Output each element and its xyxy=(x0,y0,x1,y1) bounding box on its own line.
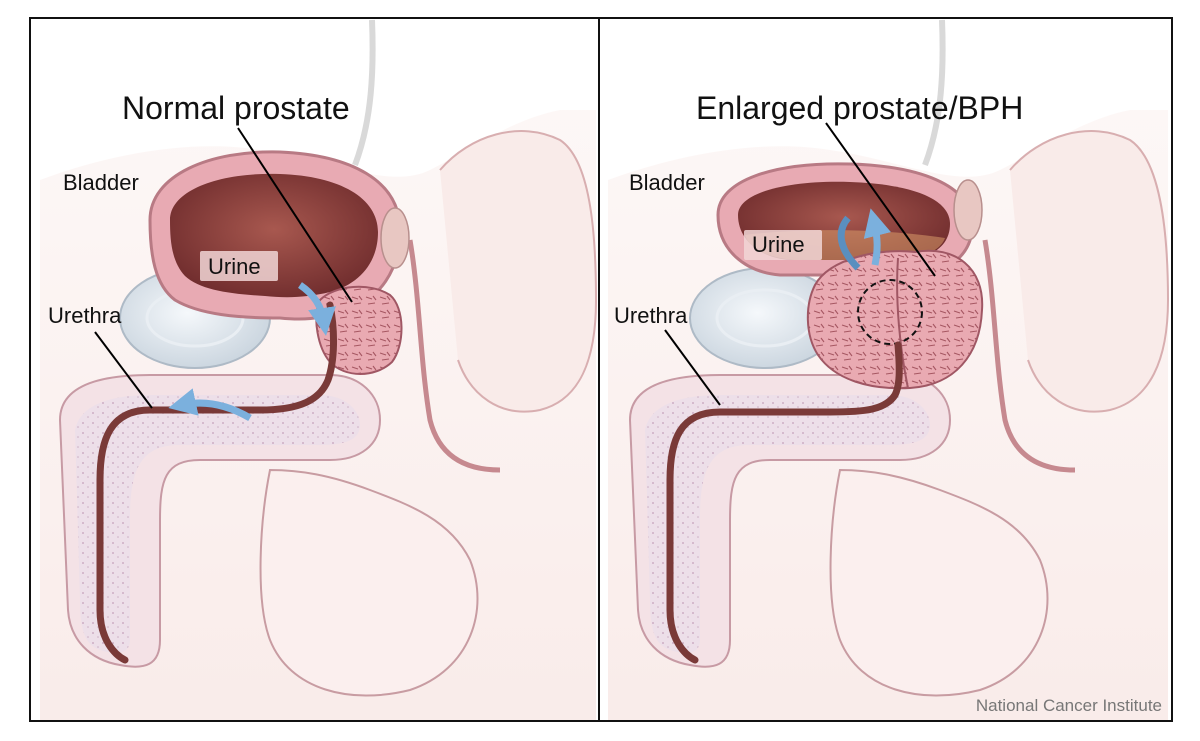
prostate-enlarged xyxy=(806,249,984,390)
credit-text: National Cancer Institute xyxy=(976,696,1162,715)
leader-enlarged-prostate xyxy=(825,122,936,277)
urine-label-bg xyxy=(744,230,822,260)
urine-label: Urine xyxy=(208,254,261,279)
leader-urethra-left xyxy=(94,331,153,409)
urine-flow-arrow xyxy=(297,282,336,336)
seminal-vesicle xyxy=(953,179,983,241)
prostate xyxy=(315,285,403,375)
rectum xyxy=(407,239,501,473)
urine-exit-arrow xyxy=(168,388,252,422)
scrotum xyxy=(829,468,1049,697)
urethra-path xyxy=(96,301,338,664)
bladder-label: Bladder xyxy=(63,170,139,195)
outer-frame xyxy=(29,17,1173,722)
urine-label-bg xyxy=(200,251,278,281)
leader-urethra-right xyxy=(664,329,721,406)
buttock-outline xyxy=(439,130,598,413)
prostate-lobe-divider xyxy=(896,257,909,389)
urethra-path xyxy=(666,341,903,664)
compression-circle xyxy=(857,279,923,345)
urethra-label: Urethra xyxy=(48,303,122,328)
rectum xyxy=(982,239,1076,473)
panel-enlarged: Enlarged prostate/BPH Bladder Urine Uret… xyxy=(608,19,1170,720)
urine-backflow-arrow xyxy=(837,215,861,271)
leader-normal-prostate xyxy=(237,127,353,303)
buttock-outline xyxy=(1009,130,1170,413)
bladder-label: Bladder xyxy=(629,170,705,195)
tube xyxy=(922,19,946,167)
panel-title: Enlarged prostate/BPH xyxy=(696,90,1023,126)
panel-normal: Normal prostate Bladder Urine Urethra xyxy=(40,19,598,720)
tube xyxy=(352,19,376,167)
urethra-label: Urethra xyxy=(614,303,688,328)
seminal-vesicle xyxy=(380,207,410,269)
urine-up-arrow xyxy=(863,208,891,266)
panel-title: Normal prostate xyxy=(122,90,350,126)
scrotum xyxy=(259,468,479,697)
urine-label: Urine xyxy=(752,232,805,257)
